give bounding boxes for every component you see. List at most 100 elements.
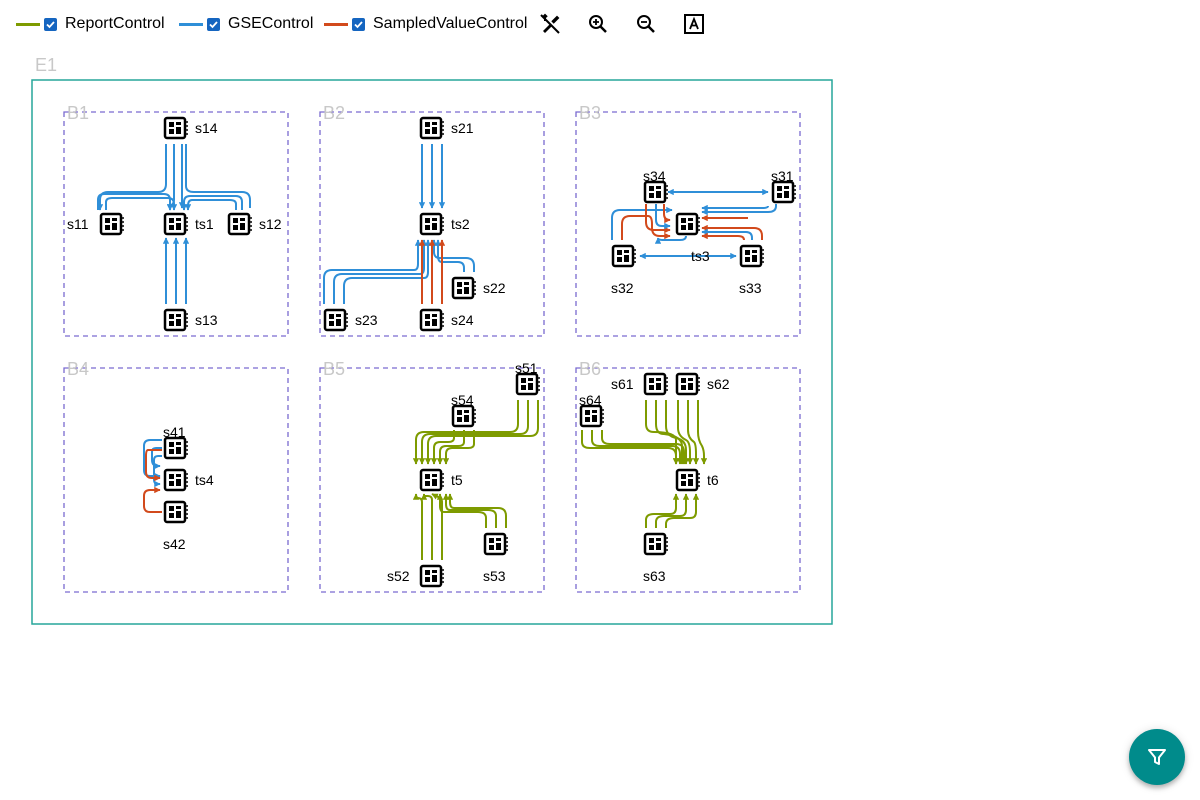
bay-b3-box[interactable] — [575, 111, 801, 337]
edge-s54-t5[interactable] — [430, 430, 455, 465]
edge-s31-ts3[interactable] — [701, 204, 777, 216]
edge-s42-ts4[interactable] — [143, 486, 162, 513]
edge-s62-t6[interactable] — [677, 400, 694, 465]
ied-s64-icon[interactable] — [579, 404, 606, 428]
edge-s41-ts4-c[interactable] — [153, 455, 162, 488]
edge-s12-ts1-b[interactable] — [184, 199, 237, 211]
bay-b6-box[interactable] — [575, 367, 801, 593]
ied-s63-icon[interactable] — [643, 532, 670, 556]
zoom-in-button[interactable] — [582, 8, 614, 40]
edge-s34-ts3[interactable] — [655, 204, 671, 230]
substation-box[interactable] — [31, 79, 833, 625]
edge-s32-ts3-sv[interactable] — [621, 215, 671, 240]
edge-s61-t6-b[interactable] — [655, 400, 686, 465]
ied-s42-icon[interactable] — [163, 500, 190, 524]
sampled-value-control-checkbox[interactable] — [352, 17, 365, 31]
bay-b1-box[interactable] — [63, 111, 289, 337]
edge-s53-t5[interactable] — [436, 493, 487, 528]
ied-s53-icon[interactable] — [483, 532, 510, 556]
ied-s22-icon[interactable] — [451, 276, 478, 300]
edge-s34-ts3-sv[interactable] — [645, 204, 671, 234]
gse-control-checkbox[interactable] — [207, 17, 220, 31]
edge-s22-ts2[interactable] — [430, 239, 475, 272]
ied-s12-icon[interactable] — [227, 212, 254, 236]
edge-s52-t5-b[interactable] — [420, 493, 433, 560]
edge-s33-ts3-sv[interactable] — [701, 224, 763, 240]
ied-s54-icon[interactable] — [451, 404, 478, 428]
ied-s61-icon[interactable] — [643, 372, 670, 396]
edge-s61-t6[interactable] — [645, 400, 680, 465]
ied-s24-icon[interactable] — [419, 308, 446, 332]
ied-ts4-icon[interactable] — [163, 468, 190, 492]
edge-s61-t6-c[interactable] — [665, 400, 690, 465]
edge-s51-t5-c[interactable] — [424, 400, 539, 465]
ied-s14-icon[interactable] — [163, 116, 190, 140]
edge-s34-ts3-b[interactable] — [663, 204, 671, 224]
edge-s41-ts4-b[interactable] — [151, 447, 162, 470]
ied-t6-icon[interactable] — [675, 468, 702, 492]
ied-s21-icon[interactable] — [419, 116, 446, 140]
ied-s41-icon[interactable] — [163, 436, 190, 460]
report-control-swatch — [16, 22, 40, 26]
edge-s63-t6-c[interactable] — [665, 493, 700, 528]
bay-b2-box[interactable] — [319, 111, 545, 337]
edge-s31-ts3-b[interactable] — [701, 204, 769, 212]
edge-s41-ts4-sv[interactable] — [145, 449, 162, 482]
ied-s61-label: s61 — [611, 376, 634, 392]
ied-s51-label: s51 — [515, 360, 538, 376]
edge-s22-ts2-b[interactable] — [434, 239, 465, 272]
edge-s14-s12[interactable] — [185, 144, 251, 208]
edge-s63-t6[interactable] — [645, 493, 680, 528]
edge-s54-t5-c[interactable] — [442, 430, 475, 465]
edge-s23-ts2-c[interactable] — [343, 239, 432, 304]
edge-s51-t5[interactable] — [412, 400, 519, 465]
link-off-button[interactable] — [534, 8, 566, 40]
edge-s12-ts1[interactable] — [180, 195, 243, 211]
edge-s11-ts1-b[interactable] — [105, 197, 178, 211]
edge-s11-ts1[interactable] — [97, 193, 174, 211]
ied-s53-label: s53 — [483, 568, 506, 584]
ied-ts2-icon[interactable] — [419, 212, 446, 236]
ied-s62-icon[interactable] — [675, 372, 702, 396]
edge-s52-t5[interactable] — [412, 493, 423, 560]
bay-b5-box[interactable] — [319, 367, 545, 593]
ied-s11-icon[interactable] — [99, 212, 126, 236]
edge-s33-ts3-b[interactable] — [701, 232, 745, 241]
ied-s23-icon[interactable] — [323, 308, 350, 332]
report-control-checkbox[interactable] — [44, 17, 57, 31]
edge-s62-t6-b[interactable] — [687, 400, 700, 465]
legend-gse-control[interactable]: GSEControl — [179, 12, 313, 36]
ied-ts3-icon[interactable] — [675, 212, 702, 236]
ied-s32-icon[interactable] — [611, 244, 638, 268]
edge-s23-ts2-b[interactable] — [333, 239, 428, 304]
edge-s23-ts2[interactable] — [323, 239, 422, 304]
legend-sampled-value-control[interactable]: SampledValueControl — [324, 12, 527, 36]
edge-ts3-s34[interactable] — [654, 235, 687, 244]
edge-s62-t6-c[interactable] — [697, 400, 708, 465]
ied-ts1-icon[interactable] — [163, 212, 190, 236]
ied-s33-icon[interactable] — [739, 244, 766, 268]
ied-s52-icon[interactable] — [419, 564, 446, 588]
edge-s64-t6-c[interactable] — [601, 430, 688, 465]
ied-s34-icon[interactable] — [643, 180, 670, 204]
filter-fab-button[interactable] — [1129, 729, 1185, 785]
ied-s13-icon[interactable] — [163, 308, 190, 332]
edge-s33-ts3[interactable] — [701, 228, 753, 240]
edge-s53-t5-b[interactable] — [442, 493, 497, 528]
ied-s51-icon[interactable] — [515, 372, 542, 396]
edge-s54-t5-b[interactable] — [436, 430, 465, 465]
edge-s32-ts3[interactable] — [611, 206, 673, 240]
legend-report-control[interactable]: ReportControl — [16, 12, 165, 36]
ied-s22-label: s22 — [483, 280, 506, 296]
edge-s63-t6-b[interactable] — [655, 493, 690, 528]
edge-s64-t6-b[interactable] — [591, 430, 684, 465]
font-size-button[interactable] — [678, 8, 710, 40]
zoom-out-button[interactable] — [630, 8, 662, 40]
edge-s53-t5-c[interactable] — [446, 493, 507, 528]
edge-s14-s11[interactable] — [96, 144, 167, 211]
bay-b4-box[interactable] — [63, 367, 289, 593]
ied-s13-label: s13 — [195, 312, 218, 328]
ied-t5-icon[interactable] — [419, 468, 446, 492]
ied-s31-icon[interactable] — [771, 180, 798, 204]
ied-ts4-label: ts4 — [195, 472, 214, 488]
